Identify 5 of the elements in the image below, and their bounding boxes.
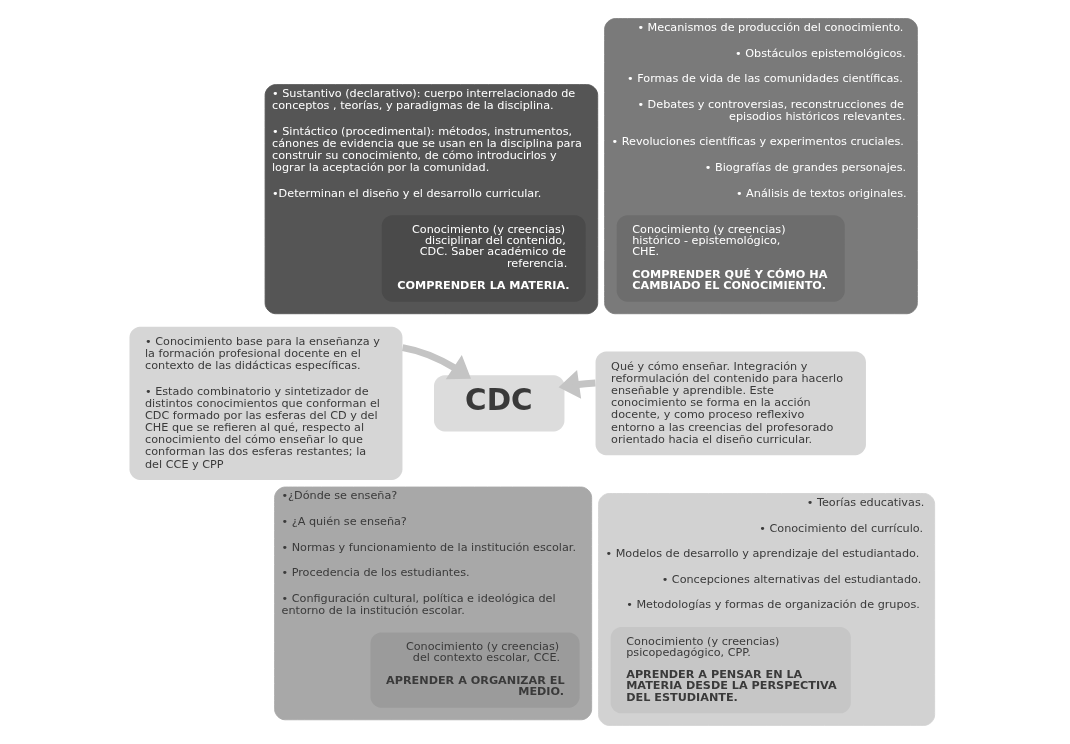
node-box: CDC xyxy=(433,375,564,432)
arrow xyxy=(401,344,471,380)
node-box: • Conocimiento base para la enseñanza y la formación profesional docente en el contexto de las didácticas específicas. • Estado combinatorio y sintetizador de distintos conocimientos que conforman el CDC formado por las esferas del CD y del CHE que se refieren al qué, respecto al conocimiento del cómo enseñar lo que conforman las dos esferas restantes; la del CCE y CPP xyxy=(128,326,402,480)
node-box: Qué y cómo enseñar. Integración y reformulación del contenido para hacerlo enseñable y aprendible. Este conocimiento se forma en la acción docente, y como proceso reflexivo entorno a las creencias del profesorado orientado hacia el diseño curricular. xyxy=(595,351,866,456)
arrow xyxy=(558,369,596,399)
